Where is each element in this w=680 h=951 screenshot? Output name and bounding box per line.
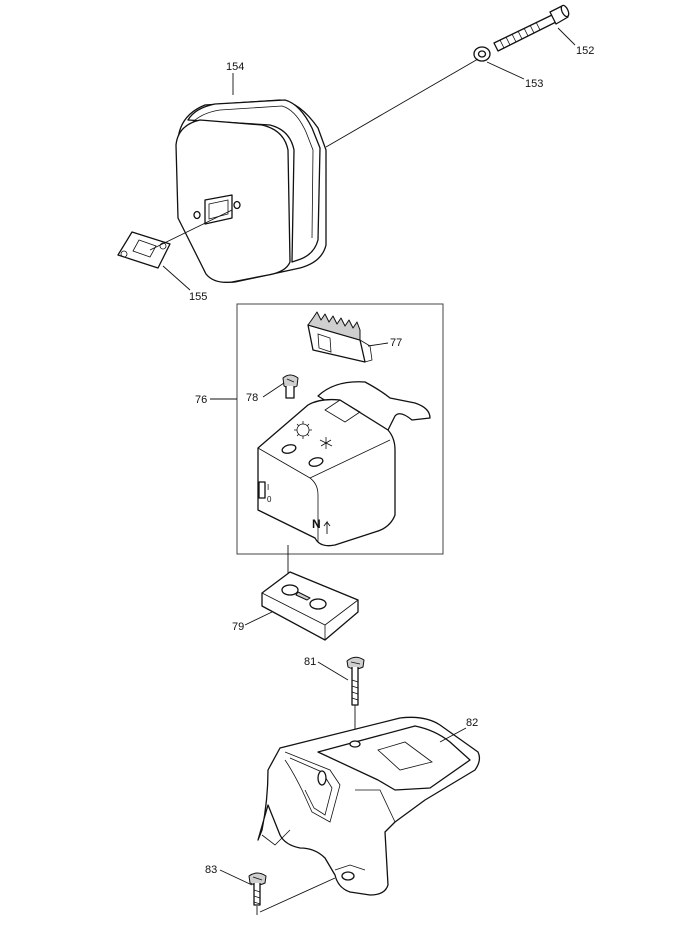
handle-82 xyxy=(257,716,481,896)
label-77: 77 xyxy=(390,337,402,349)
label-155: 155 xyxy=(189,291,207,303)
screw-83 xyxy=(248,872,267,906)
switch-run-mark: I xyxy=(267,483,269,492)
plate-79 xyxy=(261,571,359,641)
gasket-155 xyxy=(117,231,171,269)
washer-153 xyxy=(473,46,491,62)
part-labels: 152 153 154 155 77 76 78 79 81 82 83 xyxy=(189,45,594,876)
screw-81 xyxy=(346,656,365,740)
switch-stop-mark: 0 xyxy=(267,495,272,504)
label-82: 82 xyxy=(466,717,478,729)
label-154: 154 xyxy=(226,61,244,73)
assembly-box-76 xyxy=(236,303,444,555)
switch-housing-76: 0 I N xyxy=(257,381,431,590)
label-83: 83 xyxy=(205,864,217,876)
label-152: 152 xyxy=(576,45,594,57)
label-78: 78 xyxy=(246,392,258,404)
label-153: 153 xyxy=(525,78,543,90)
label-79: 79 xyxy=(232,621,244,633)
screw-78 xyxy=(282,374,299,399)
muffler-154 xyxy=(175,99,327,283)
label-76: 76 xyxy=(195,394,207,406)
switch-choke-mark: N xyxy=(312,517,321,531)
part-77 xyxy=(307,311,373,363)
connector-lines xyxy=(149,58,479,915)
bolt-152 xyxy=(493,4,570,52)
leader-lines xyxy=(162,27,576,886)
label-81: 81 xyxy=(304,656,316,668)
